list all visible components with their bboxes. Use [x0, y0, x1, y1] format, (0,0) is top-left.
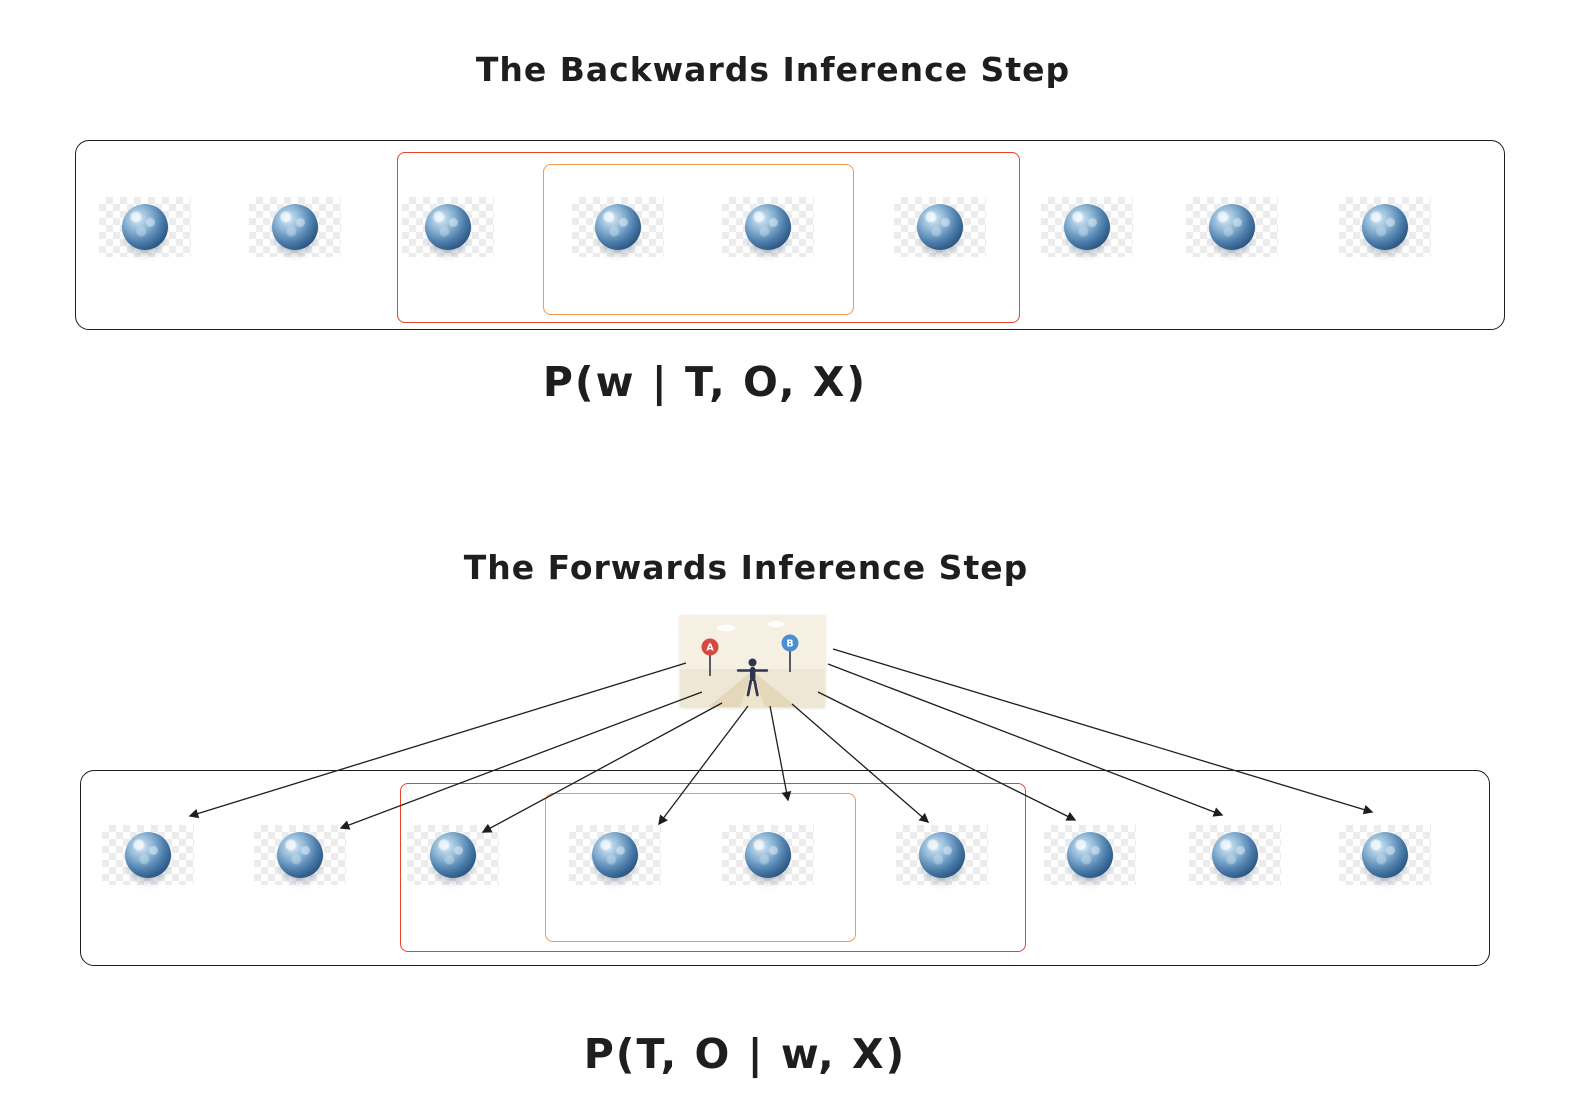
backwards-section-title: The Backwards Inference Step [475, 50, 1071, 89]
globe-sphere [745, 832, 791, 878]
sign-b: B [781, 634, 799, 672]
globe-sphere [122, 204, 168, 250]
sign-a-label: A [706, 643, 714, 654]
backwards-red-highlight-box [397, 152, 1020, 323]
earth-globe-icon [896, 825, 988, 885]
globe-sphere [917, 204, 963, 250]
cloud-icon [717, 624, 735, 632]
earth-globe-icon [407, 825, 499, 885]
globe-sphere [272, 204, 318, 250]
earth-globe-icon [572, 197, 664, 257]
person-silhouette [736, 658, 769, 697]
globe-sphere [745, 204, 791, 250]
globe-sphere [1362, 832, 1408, 878]
globe-sphere [1209, 204, 1255, 250]
globe-sphere [1212, 832, 1258, 878]
backwards-sequence-box [75, 140, 1505, 330]
globe-sphere [1067, 832, 1113, 878]
earth-globe-icon [1339, 197, 1431, 257]
globe-sphere [595, 204, 641, 250]
globe-sphere [1362, 204, 1408, 250]
earth-globe-icon [1186, 197, 1278, 257]
earth-globe-icon [1041, 197, 1133, 257]
globe-sphere [592, 832, 638, 878]
forwards-formula: P(T, O | w, X) [583, 1030, 907, 1078]
earth-globe-icon [1044, 825, 1136, 885]
earth-globe-icon [99, 197, 191, 257]
earth-globe-icon [722, 197, 814, 257]
earth-globe-icon [1189, 825, 1281, 885]
globe-sphere [919, 832, 965, 878]
globe-sphere [425, 204, 471, 250]
path-center [741, 675, 764, 707]
forwards-section-title: The Forwards Inference Step [463, 548, 1029, 587]
earth-globe-icon [569, 825, 661, 885]
cloud-icon [768, 621, 784, 627]
sign-b-label: B [786, 639, 793, 650]
earth-globe-icon [1339, 825, 1431, 885]
globe-sphere [430, 832, 476, 878]
path-left [708, 673, 751, 707]
crossroads-image: A B [680, 615, 825, 707]
earth-globe-icon [402, 197, 494, 257]
path-right [754, 673, 797, 707]
backwards-orange-highlight-box [543, 164, 854, 315]
globe-sphere [1064, 204, 1110, 250]
backwards-formula: P(w | T, O, X) [542, 358, 868, 406]
earth-globe-icon [722, 825, 814, 885]
sign-a: A [701, 638, 719, 676]
earth-globe-icon [102, 825, 194, 885]
globe-sphere [125, 832, 171, 878]
earth-globe-icon [254, 825, 346, 885]
earth-globe-icon [894, 197, 986, 257]
earth-globe-icon [249, 197, 341, 257]
globe-sphere [277, 832, 323, 878]
